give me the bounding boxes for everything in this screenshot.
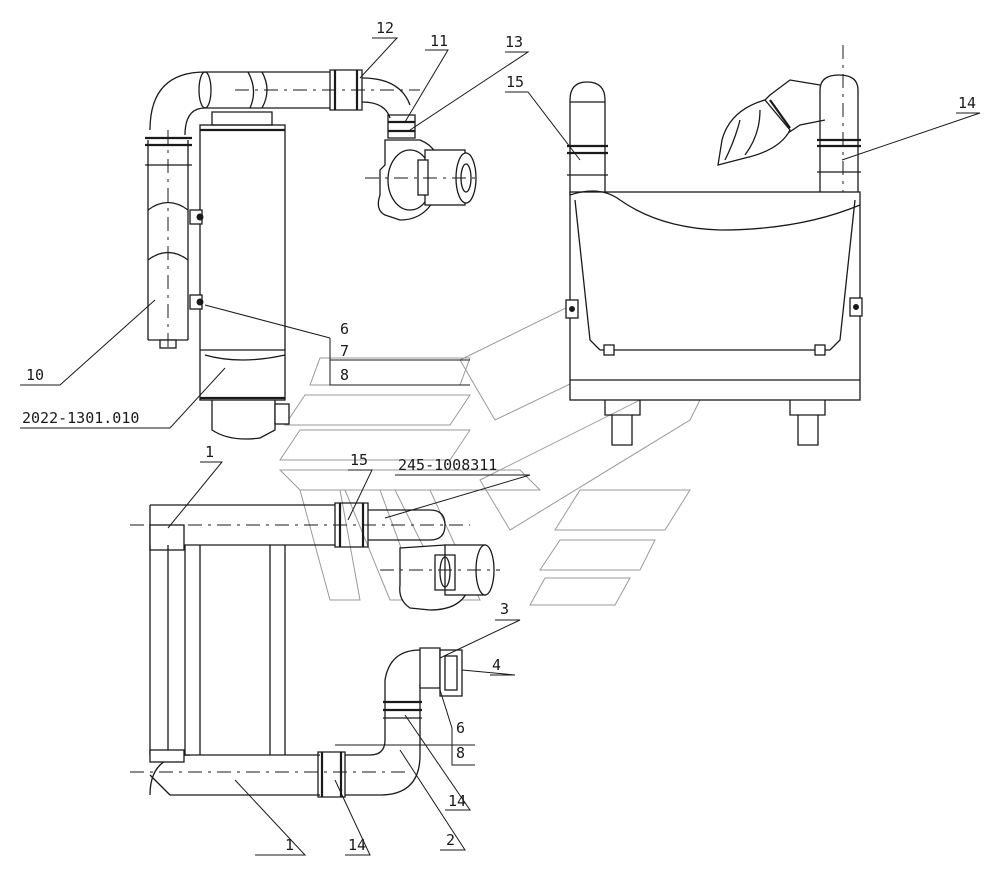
part-number-filter: 2022-1301.010	[22, 409, 139, 427]
callout-1-top: 1	[205, 443, 214, 461]
callout-14-top: 14	[958, 94, 976, 112]
callout-14-mid: 14	[448, 792, 466, 810]
callout-15-bottom: 15	[350, 451, 368, 469]
callout-7-top: 7	[340, 342, 349, 360]
part-number-turbo: 245-1008311	[398, 456, 497, 474]
callout-12: 12	[376, 19, 394, 37]
callout-10: 10	[26, 366, 44, 384]
callout-4: 4	[492, 656, 501, 674]
piping-plan-view	[130, 502, 500, 798]
callout-15-top: 15	[506, 73, 524, 91]
callout-14-bottom: 14	[348, 836, 366, 854]
callout-8-top: 8	[340, 366, 349, 384]
callout-6-top: 6	[340, 320, 349, 338]
leader-lines	[20, 37, 981, 856]
callout-8-bottom: 8	[456, 744, 465, 762]
callout-2: 2	[446, 831, 455, 849]
callout-11: 11	[430, 32, 448, 50]
callouts: 12 11 13 15 14 10 6 7 8 2022-1301.010 1 …	[22, 19, 976, 854]
air-filter-assembly-side	[565, 45, 863, 446]
callout-6-bottom: 6	[456, 719, 465, 737]
callout-13: 13	[505, 33, 523, 51]
callout-3: 3	[500, 600, 509, 618]
callout-1-bottom: 1	[285, 836, 294, 854]
air-filter-assembly-top	[145, 69, 480, 440]
